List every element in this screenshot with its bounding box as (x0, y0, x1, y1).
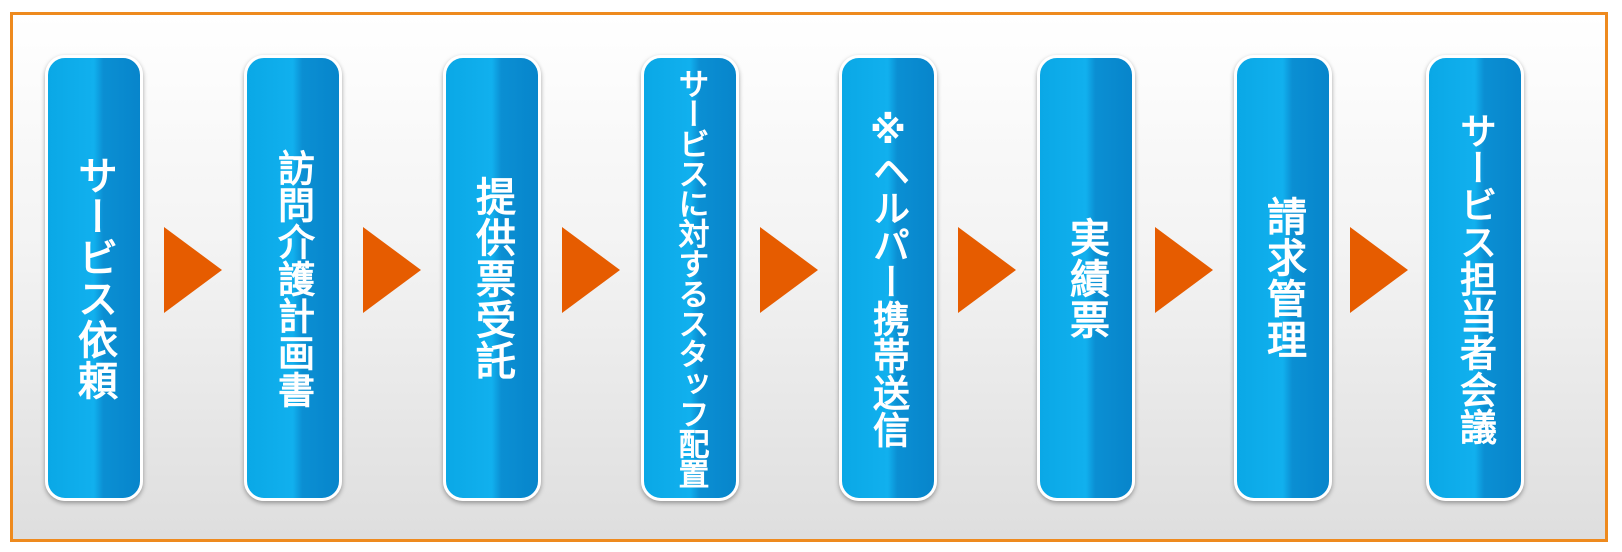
step-label: 提供票受託 (469, 175, 515, 381)
step-label: サービス担当者会議 (1453, 111, 1497, 445)
step-label: サービス依頼 (71, 155, 117, 401)
step-service-request: サービス依頼 (45, 55, 143, 501)
step-label: ※ヘルパー携帯送信 (866, 108, 910, 448)
step-service-meeting: サービス担当者会議 (1426, 55, 1524, 501)
flow-arrow-icon (363, 227, 421, 313)
step-label: サービスに対するスタッフ配置 (672, 68, 709, 488)
flow-diagram-frame: サービス依頼 訪問介護計画書 提供票受託 サービスに対するスタッフ配置 ※ヘルパ… (10, 12, 1608, 542)
step-billing-management: 請求管理 (1234, 55, 1332, 501)
flow-arrow-icon (760, 227, 818, 313)
step-staff-assignment: サービスに対するスタッフ配置 (641, 55, 739, 501)
step-label: 訪問介護計画書 (271, 148, 315, 408)
step-label: 実績票 (1063, 216, 1109, 340)
step-care-plan: 訪問介護計画書 (244, 55, 342, 501)
flow-arrow-icon (958, 227, 1016, 313)
flow-arrow-icon (1350, 227, 1408, 313)
step-helper-mobile-send: ※ヘルパー携帯送信 (839, 55, 937, 501)
step-performance-sheet: 実績票 (1037, 55, 1135, 501)
step-provision-ticket: 提供票受託 (443, 55, 541, 501)
flow-arrow-icon (562, 227, 620, 313)
flow-arrow-icon (164, 227, 222, 313)
flow-arrow-icon (1155, 227, 1213, 313)
step-label: 請求管理 (1260, 196, 1306, 360)
